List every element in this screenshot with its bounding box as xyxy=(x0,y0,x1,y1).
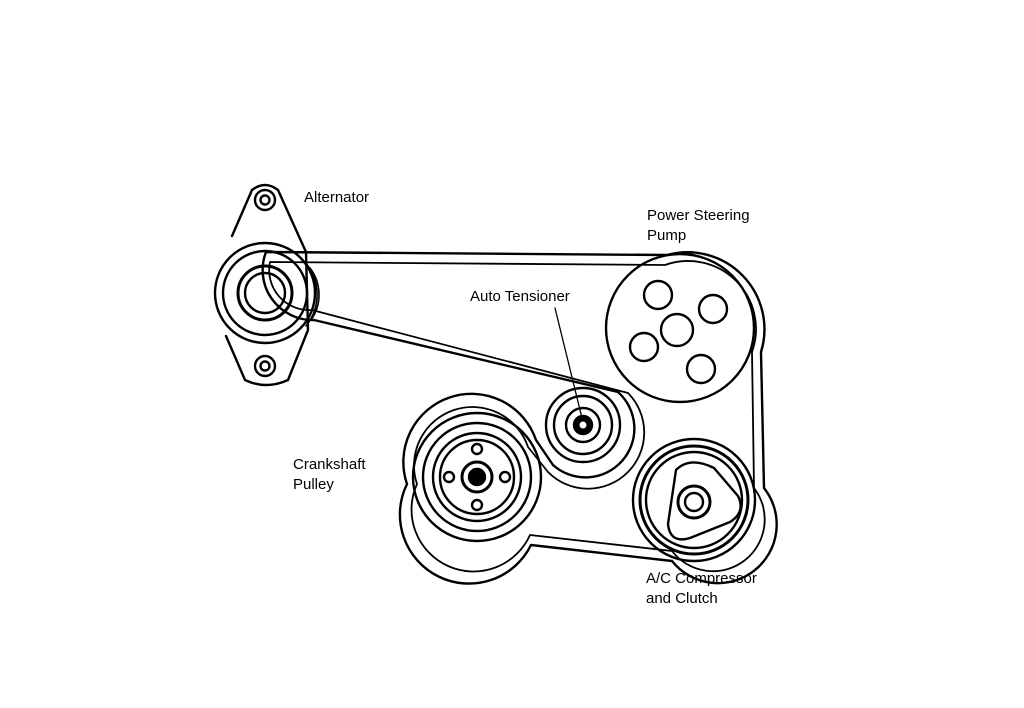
auto-tensioner-label: Auto Tensioner xyxy=(470,288,570,305)
crankshaft-bolt-bottom xyxy=(470,498,484,512)
alternator-housing xyxy=(213,241,317,345)
crankshaft-pulley-label-line-2: Pulley xyxy=(293,476,334,493)
tensioner-pulley xyxy=(544,386,622,464)
ps-hole-top-right xyxy=(697,293,729,325)
alternator-label: Alternator xyxy=(304,189,370,206)
power-steering-pump-label-line-1: Power Steering xyxy=(647,207,750,224)
alternator-upper-bolt xyxy=(253,188,277,212)
crankshaft-bolt-left xyxy=(442,470,456,484)
auto-tensioner xyxy=(544,307,622,464)
crankshaft-bolt-right xyxy=(498,470,512,484)
power-steering-pulley xyxy=(604,252,756,404)
tensioner-leader-line xyxy=(554,307,583,419)
ac-clutch-plate xyxy=(666,461,742,541)
ac-clutch-hub xyxy=(676,484,712,520)
crankshaft-hub xyxy=(460,460,494,494)
crankshaft-pulley xyxy=(411,411,543,543)
alternator xyxy=(213,183,320,387)
ps-hole-left xyxy=(628,331,660,363)
ps-hole-center xyxy=(659,312,695,348)
power-steering-pump xyxy=(604,252,756,404)
ac-compressor xyxy=(631,437,757,563)
power-steering-pump-label-line-2: Pump xyxy=(647,227,687,244)
serpentine-belt xyxy=(261,250,778,585)
crankshaft-pulley-label: Crankshaft Pulley xyxy=(293,455,366,495)
power-steering-pump-label: Power Steering Pump xyxy=(647,206,750,246)
ac-compressor-label: A/C Compressor and Clutch xyxy=(646,569,757,609)
ac-compressor-label-line-1: A/C Compressor xyxy=(646,570,757,587)
alternator-pulley xyxy=(236,264,294,322)
ac-compressor-pulley xyxy=(631,437,757,563)
crankshaft-pulley-label-line-1: Crankshaft xyxy=(293,456,366,473)
ac-compressor-label-line-2: and Clutch xyxy=(646,590,718,607)
ps-hole-top-left xyxy=(642,279,674,311)
alternator-lower-bolt xyxy=(253,354,277,378)
crankshaft-bolt-top xyxy=(470,442,484,456)
ps-hole-bottom-right xyxy=(685,353,717,385)
